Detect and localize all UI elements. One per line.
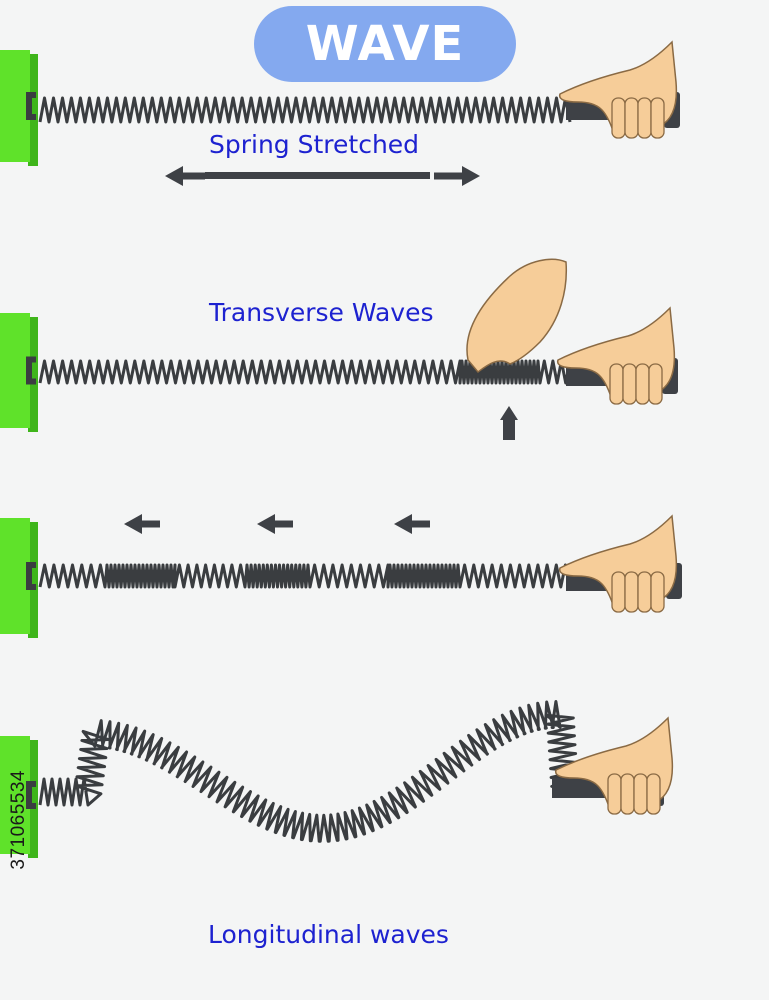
caption-spring-stretched: Spring Stretched xyxy=(209,130,420,159)
hand-icon xyxy=(556,306,676,405)
hand-icon xyxy=(554,716,674,815)
wall-block-icon xyxy=(0,736,38,858)
hand-icon xyxy=(558,40,678,139)
wall-block-icon xyxy=(0,313,38,432)
hand-icon xyxy=(558,514,678,613)
arrow-left-icon xyxy=(165,166,205,186)
stock-id-watermark: 371065534 xyxy=(8,770,29,870)
spring-icon xyxy=(38,563,572,589)
caption-transverse-waves: Transverse Waves xyxy=(209,298,434,327)
spring-icon xyxy=(38,96,572,124)
arrow-right-icon xyxy=(434,166,480,186)
caption-longitudinal-waves: Longitudinal waves xyxy=(208,920,449,949)
arrow-left-icon xyxy=(257,514,293,534)
wall-block-icon xyxy=(0,518,38,638)
page-title: WAVE xyxy=(305,16,465,72)
arrow-left-icon xyxy=(394,514,430,534)
arrow-up-shaft xyxy=(503,418,515,440)
title-badge: WAVE xyxy=(254,6,516,82)
wall-block-icon xyxy=(0,50,38,166)
arrow-left-icon xyxy=(124,514,160,534)
spring-icon xyxy=(38,359,572,385)
spring-icon xyxy=(38,700,579,843)
hand-icon xyxy=(466,258,568,374)
arrow-shaft xyxy=(205,172,430,179)
